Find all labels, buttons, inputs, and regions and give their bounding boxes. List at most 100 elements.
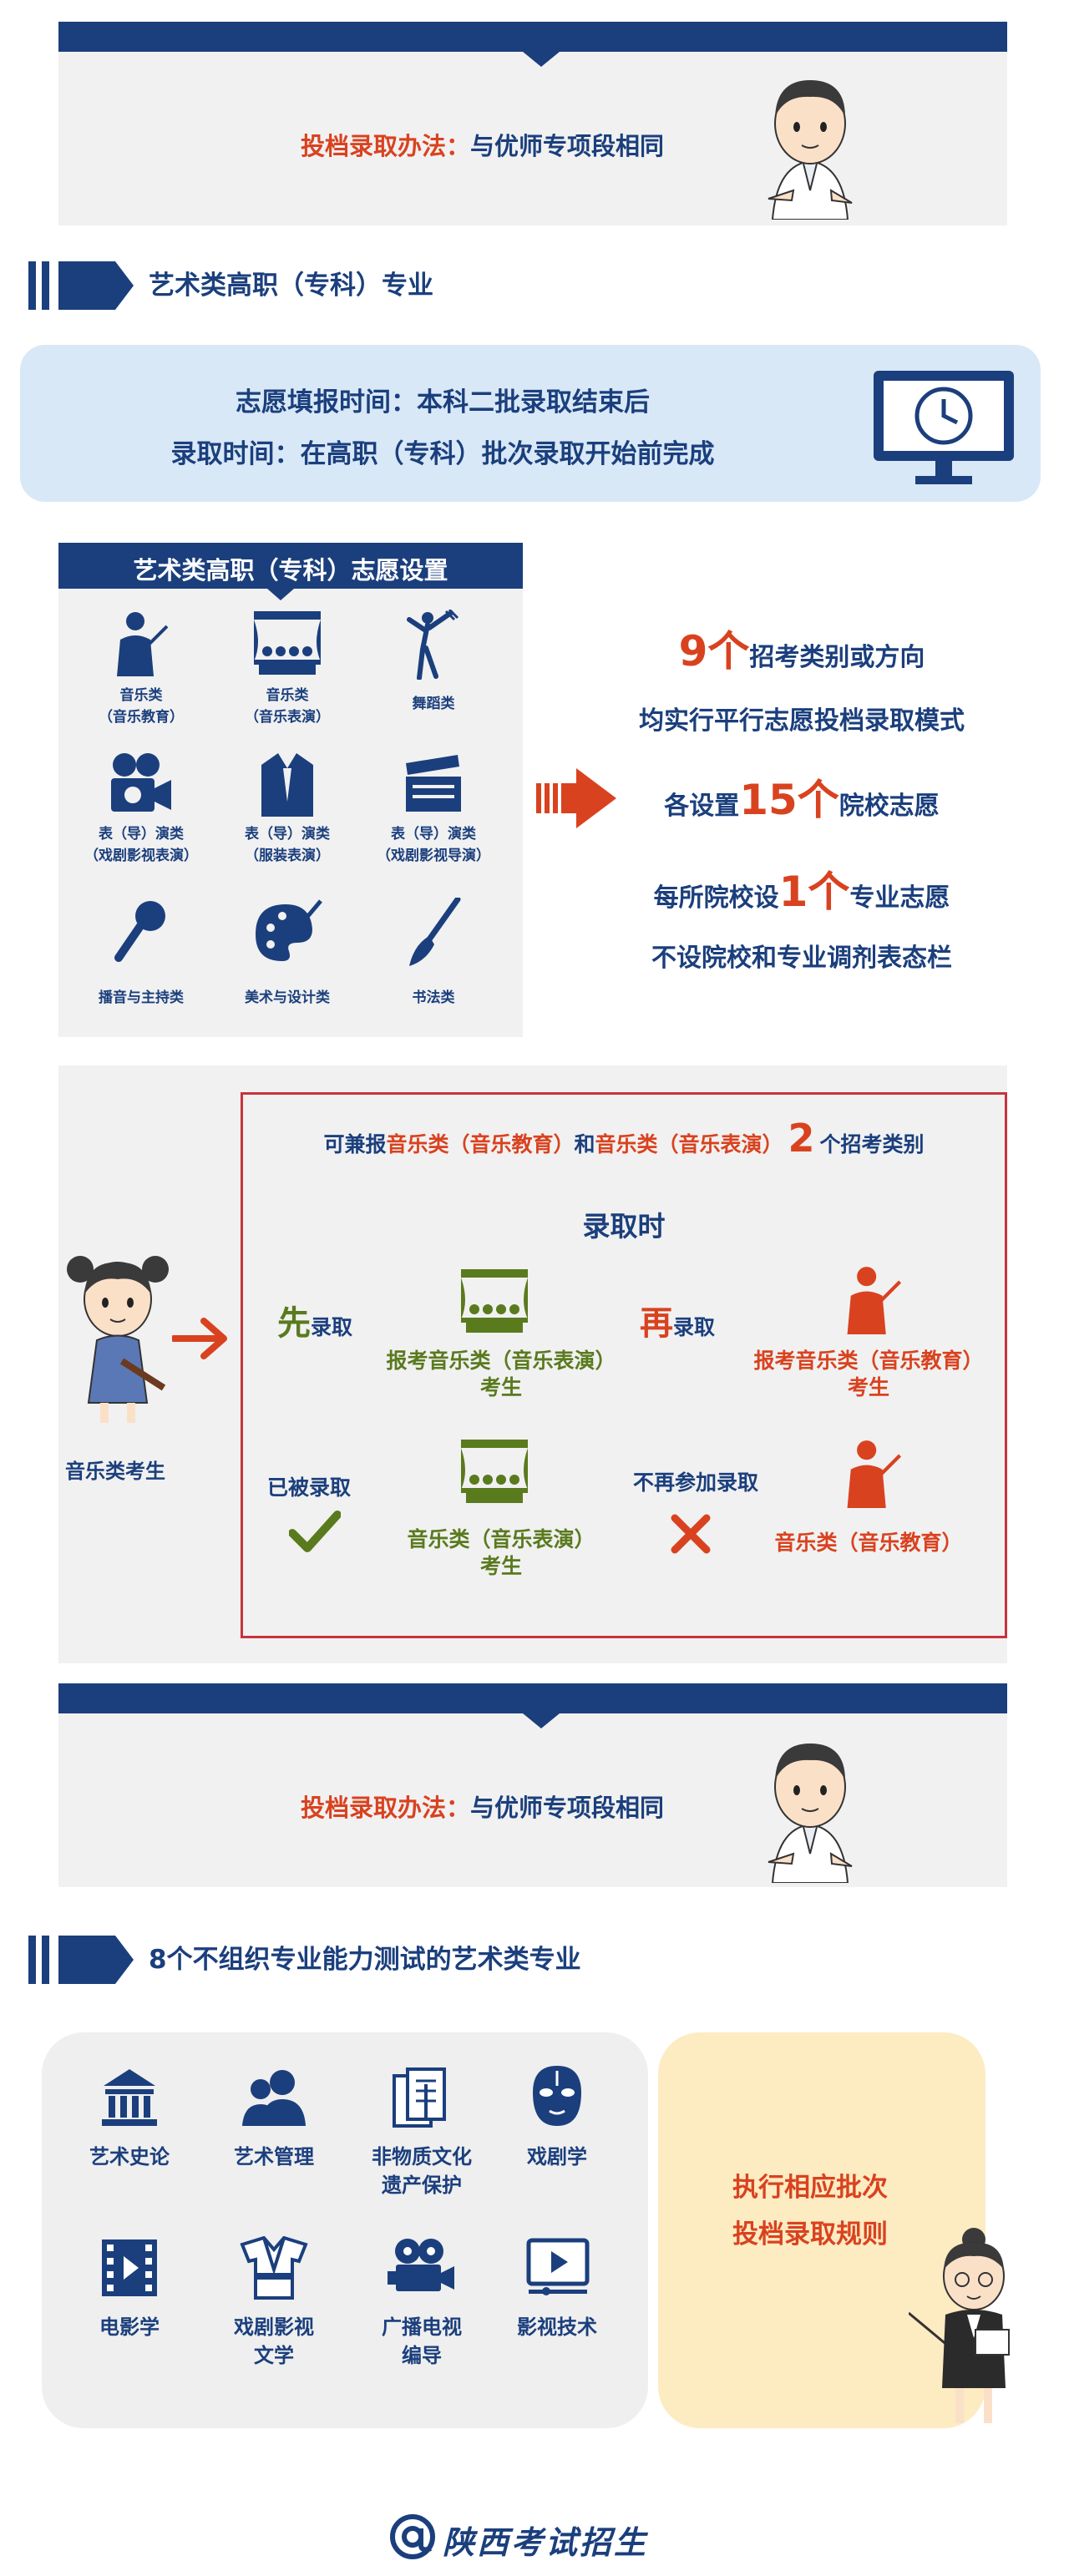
conductor-icon (835, 1264, 910, 1334)
student-avatar (63, 1244, 172, 1428)
section-2-tab (58, 1936, 134, 1984)
top-category-a: 音乐类（音乐教育） (386, 1132, 575, 1156)
method-value: 与优师专项段相同 (470, 132, 665, 160)
first-admit-item: 报考音乐类（音乐表演）考生 (386, 1349, 616, 1399)
suit-icon (233, 752, 342, 818)
fact-3-pre: 各设置 (664, 792, 740, 821)
settings-item-label: 书法类 (412, 989, 455, 1006)
check-icon (288, 1510, 342, 1555)
fact-3-post: 院校志愿 (838, 792, 940, 821)
section-1-tab (58, 261, 134, 310)
conductor-icon (87, 610, 195, 676)
settings-grid: 音乐类（音乐教育） 音乐类（音乐表演） 舞蹈类 表（导）演类（戏剧影视表演） 表… (70, 610, 513, 1027)
top-mid: 和 (574, 1132, 595, 1156)
stage-icon (459, 1268, 529, 1334)
top-pre: 可兼报 (323, 1132, 387, 1156)
top-post: 个招考类别 (819, 1132, 925, 1156)
music-when: 录取时 (582, 1210, 666, 1242)
major-label: 戏剧影视文学 (234, 2315, 314, 2367)
top-number: 2 (788, 1116, 815, 1161)
at-logo-icon (388, 2512, 438, 2562)
rule-text: 执行相应批次投档录取规则 (732, 2173, 888, 2250)
opera-mask-icon (529, 2062, 585, 2129)
first-admit-label: 先录取 (277, 1296, 352, 1344)
major-label: 戏剧学 (527, 2145, 587, 2169)
clock-monitor-icon (869, 367, 1019, 488)
section-1-title: 艺术类高职（专科）专业 (149, 271, 433, 301)
method-panel-2-pointer (523, 1713, 560, 1728)
fact-4-post: 专业志愿 (849, 883, 950, 913)
method-panel-2-topbar (58, 1683, 1007, 1713)
major-label: 非物质文化遗产保护 (372, 2145, 472, 2197)
method-text-1: 投档录取办法：与优师专项段相同 (301, 127, 664, 162)
time-box (20, 345, 1041, 502)
then-admit-item: 报考音乐类（音乐教育）考生 (753, 1349, 984, 1399)
play-screen-icon (526, 2238, 590, 2298)
time-line-2: 录取时间：在高职（专科）批次录取开始前完成 (170, 439, 715, 469)
people-icon (241, 2067, 307, 2128)
method-value: 与优师专项段相同 (470, 1794, 665, 1822)
settings-title: 艺术类高职（专科）志愿设置 (133, 556, 448, 585)
section-1-bars (28, 261, 55, 310)
first-big: 先 (277, 1304, 311, 1343)
settings-item-label: 表（导）演类（戏剧影视表演） (84, 826, 198, 864)
major-label: 影视技术 (517, 2315, 597, 2339)
method-panel-1-pointer (523, 52, 560, 67)
then-big: 再 (640, 1304, 673, 1343)
settings-item-label: 音乐类（音乐表演） (245, 687, 330, 726)
music-rule-box (241, 1092, 1007, 1638)
settings-title-pointer (267, 589, 294, 600)
fact-3-number: 15个 (739, 776, 839, 824)
document-icon (391, 2067, 449, 2129)
music-panel (58, 1065, 1007, 1663)
fact-1: 9个招考类别或方向 (601, 618, 1002, 678)
section-2-title: 8个不组织专业能力测试的艺术类专业 (149, 1945, 581, 1975)
no-more-item: 音乐类（音乐教育） (774, 1531, 963, 1555)
cross-icon (670, 1513, 712, 1555)
settings-item-label: 表（导）演类（服装表演） (245, 826, 330, 864)
section-2-bars (28, 1936, 55, 1984)
admitted-item: 音乐类（音乐表演）考生 (407, 1527, 595, 1578)
fact-2: 均实行平行志愿投档录取模式 (639, 706, 965, 736)
fact-4: 每所院校设1个专业志愿 (601, 858, 1002, 919)
microphone-icon (87, 898, 195, 964)
major-label: 艺术史论 (89, 2145, 170, 2169)
student-label: 音乐类考生 (65, 1460, 165, 1483)
right-arrow-icon (170, 1318, 231, 1359)
method-panel-1-topbar (58, 22, 1007, 52)
rule-box (658, 2032, 985, 2428)
settings-item-label: 美术与设计类 (245, 989, 330, 1006)
brush-icon (379, 898, 488, 968)
settings-item-label: 表（导）演类（戏剧影视导演） (377, 826, 490, 864)
teacher-avatar-female (908, 2221, 1026, 2430)
footer-brand: 陕西考试招生 (443, 2524, 649, 2561)
admitted-label: 已被录取 (267, 1475, 352, 1500)
museum-icon (100, 2067, 159, 2128)
conductor-icon (835, 1438, 910, 1508)
no-more-label: 不再参加录取 (633, 1470, 759, 1495)
then-admit-label: 再录取 (640, 1296, 715, 1344)
method-label: 投档录取办法： (301, 1794, 471, 1822)
major-label: 广播电视编导 (382, 2315, 462, 2367)
method-text-2: 投档录取办法：与优师专项段相同 (301, 1789, 664, 1824)
major-label: 艺术管理 (234, 2145, 314, 2169)
major-label: 电影学 (99, 2315, 160, 2339)
teacher-avatar-male (752, 65, 869, 220)
fact-3: 各设置15个院校志愿 (601, 767, 1002, 827)
palette-icon (233, 898, 342, 964)
fact-1-number: 9个 (678, 627, 750, 676)
fact-4-number: 1个 (778, 868, 850, 916)
teacher-avatar-male (752, 1728, 869, 1884)
first-small: 录取 (311, 1315, 353, 1339)
costume-icon (239, 2235, 309, 2300)
film-camera-icon (386, 2236, 456, 2300)
settings-item-label: 舞蹈类 (412, 696, 455, 712)
stage-icon (233, 610, 342, 676)
movie-camera-icon (87, 752, 195, 815)
fact-4-pre: 每所院校设 (653, 883, 779, 913)
clapper-icon (379, 752, 488, 813)
dancer-icon (379, 610, 488, 680)
then-small: 录取 (673, 1315, 716, 1339)
time-line-1: 志愿填报时间：本科二批录取结束后 (236, 387, 650, 418)
